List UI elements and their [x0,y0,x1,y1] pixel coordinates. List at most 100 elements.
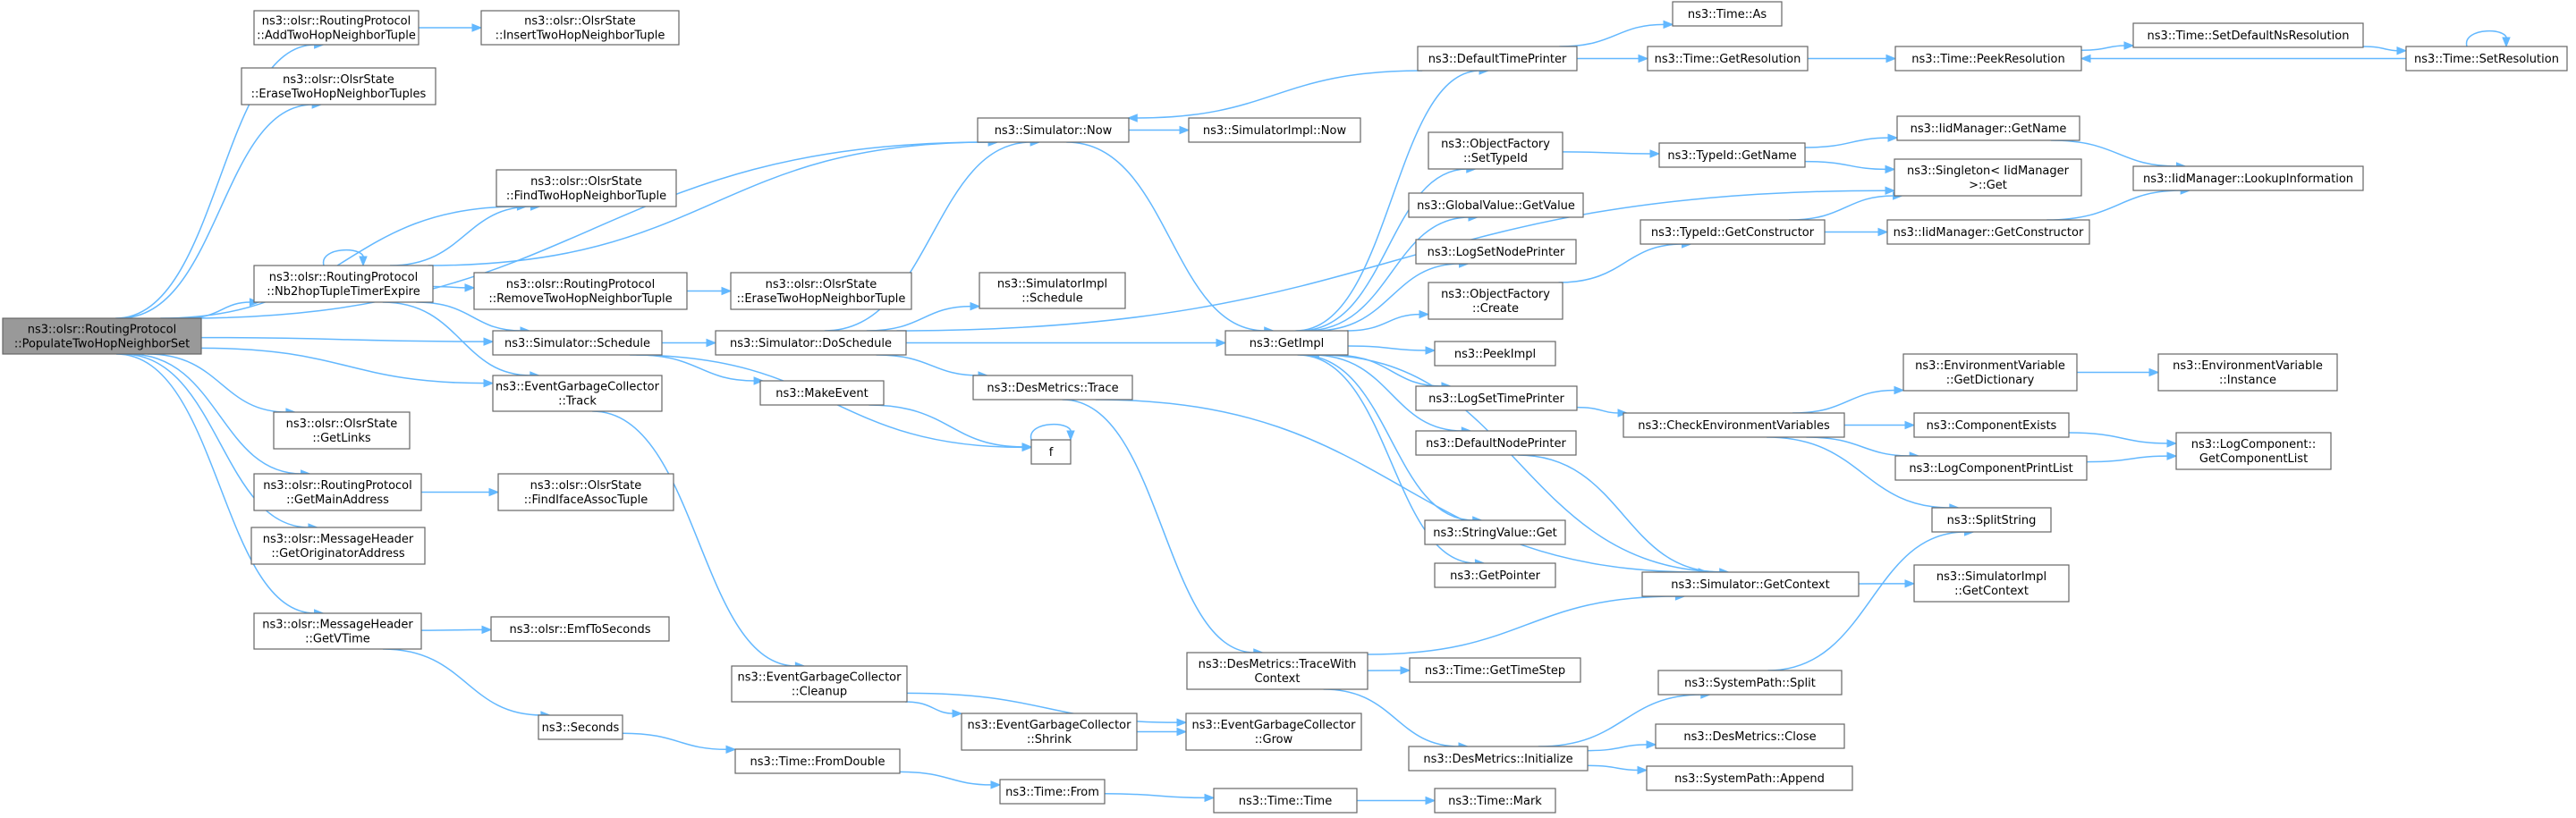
node-fromDouble[interactable]: ns3::Time::FromDouble [734,748,901,774]
node-f[interactable]: f [1030,439,1072,465]
node-box [1913,564,2070,603]
node-peekRes[interactable]: ns3::Time::PeekResolution [1894,46,2082,72]
node-egcShrink[interactable]: ns3::EventGarbageCollector::Shrink [961,713,1138,751]
node-setDefaultNsRes[interactable]: ns3::Time::SetDefaultNsResolution [2132,22,2364,48]
node-nb2hop[interactable]: ns3::olsr::RoutingProtocol::Nb2hopTupleT… [253,265,434,303]
node-envInstance[interactable]: ns3::EnvironmentVariable::Instance [2157,353,2338,392]
node-box [1646,765,1853,791]
node-label: GetComponentList [2199,452,2308,466]
node-getImpl[interactable]: ns3::GetImpl [1224,330,1349,356]
node-seconds[interactable]: ns3::Seconds [538,714,623,740]
node-box [1655,723,1845,749]
call-edge-simGetContext-to-simImplGetContext [1858,579,1916,588]
node-box [250,527,426,565]
node-envGetDict[interactable]: ns3::EnvironmentVariable::GetDictionary [1902,353,2078,392]
node-timeFrom[interactable]: ns3::Time::From [999,779,1106,805]
call-edge-envGetDict-to-envInstance [2076,367,2160,377]
node-addTwoHop[interactable]: ns3::olsr::RoutingProtocol::AddTwoHopNei… [253,10,419,46]
node-simGetContext[interactable]: ns3::Simulator::GetContext [1641,571,1860,597]
node-logCompPrintList[interactable]: ns3::LogComponentPrintList [1894,455,2088,481]
node-box [1185,713,1362,751]
call-edge-defaultTimePrinter-to-simNow [1126,70,1423,122]
node-label: ns3::Time::GetTimeStep [1425,664,1565,678]
call-edge-seconds-to-fromDouble [622,732,737,755]
node-box [1657,670,1843,696]
node-egcCleanup[interactable]: ns3::EventGarbageCollector::Cleanup [731,665,908,703]
node-emfToSeconds[interactable]: ns3::olsr::EmfToSeconds [490,616,670,642]
node-makeEvent[interactable]: ns3::MakeEvent [759,380,885,406]
node-desTrace[interactable]: ns3::DesMetrics::Trace [972,375,1133,401]
node-label: ns3::Time::Time [1239,795,1332,808]
node-label: ::EraseTwoHopNeighborTuple [737,292,906,306]
node-timeGetRes[interactable]: ns3::Time::GetResolution [1647,46,1809,72]
node-logSetTimePrinter[interactable]: ns3::LogSetTimePrinter [1415,385,1578,411]
node-doSchedule[interactable]: ns3::Simulator::DoSchedule [715,330,907,356]
node-componentExists[interactable]: ns3::ComponentExists [1913,412,2070,438]
node-defaultTimePrinter[interactable]: ns3::DefaultTimePrinter [1417,46,1578,72]
node-iidGetCtor[interactable]: ns3::IidManager::GetConstructor [1886,219,2090,245]
node-logSetNodePrinter[interactable]: ns3::LogSetNodePrinter [1415,239,1577,265]
node-label: ns3::EnvironmentVariable [1915,359,2065,373]
node-eraseTwoHopTuple[interactable]: ns3::olsr::OlsrState::EraseTwoHopNeighbo… [730,272,912,310]
node-simImplGetContext[interactable]: ns3::SimulatorImpl::GetContext [1913,564,2070,603]
node-box [2175,432,2332,470]
node-box [1896,115,2080,141]
node-getMainAddr[interactable]: ns3::olsr::RoutingProtocol::GetMainAddre… [253,473,422,511]
node-systemPathSplit[interactable]: ns3::SystemPath::Split [1657,670,1843,696]
node-simSchedule[interactable]: ns3::Simulator::Schedule [492,330,663,356]
node-egcTrack[interactable]: ns3::EventGarbageCollector::Track [492,375,663,412]
node-setRes[interactable]: ns3::Time::SetResolution [2405,46,2568,72]
node-defaultNodePrinter[interactable]: ns3::DefaultNodePrinter [1415,430,1577,456]
node-label: ::InsertTwoHopNeighborTuple [496,30,665,43]
node-typeIdGetCtor[interactable]: ns3::TypeId::GetConstructor [1640,219,1826,245]
node-checkEnv[interactable]: ns3::CheckEnvironmentVariables [1623,412,1845,438]
node-typeIdGetName[interactable]: ns3::TypeId::GetName [1658,142,1806,168]
node-getLinks[interactable]: ns3::olsr::OlsrState::GetLinks [273,411,411,450]
node-timeMark[interactable]: ns3::Time::Mark [1434,788,1556,814]
node-label: ::GetOriginatorAddress [271,547,405,561]
node-egcGrow[interactable]: ns3::EventGarbageCollector::Grow [1185,713,1362,751]
node-removeTwoHop[interactable]: ns3::olsr::RoutingProtocol::RemoveTwoHop… [473,272,688,310]
node-findTwoHop[interactable]: ns3::olsr::OlsrState::FindTwoHopNeighbor… [496,169,677,207]
node-getOrigAddr[interactable]: ns3::olsr::MessageHeader::GetOriginatorA… [250,527,426,565]
node-box [2157,353,2338,392]
node-stringValueGet[interactable]: ns3::StringValue::Get [1424,519,1566,545]
call-edge-typeIdGetCtor-to-iidGetCtor [1825,227,1889,237]
node-root[interactable]: ns3::olsr::RoutingProtocol::PopulateTwoH… [2,317,202,355]
node-desClose[interactable]: ns3::DesMetrics::Close [1655,723,1845,749]
node-getPointer[interactable]: ns3::GetPointer [1434,562,1556,588]
node-globalValue[interactable]: ns3::GlobalValue::GetValue [1408,192,1584,218]
node-findIface[interactable]: ns3::olsr::OlsrState::FindIfaceAssocTupl… [497,473,674,511]
node-splitString[interactable]: ns3::SplitString [1931,507,2052,533]
node-simImplNow[interactable]: ns3::SimulatorImpl::Now [1188,117,1361,143]
node-label: ns3::olsr::EmfToSeconds [509,623,650,637]
node-insertTwoHop[interactable]: ns3::olsr::OlsrState::InsertTwoHopNeighb… [480,10,680,46]
node-box [253,612,422,650]
call-edge-egcCleanup-to-egcShrink [905,701,963,718]
node-label: ::Schedule [1021,292,1083,306]
node-box [1186,652,1368,690]
call-edge-doSchedule-to-simImplSchedule [866,301,981,332]
node-systemPathAppend[interactable]: ns3::SystemPath::Append [1646,765,1853,791]
node-timeTime[interactable]: ns3::Time::Time [1213,788,1358,814]
node-getCompList[interactable]: ns3::LogComponent::GetComponentList [2175,432,2332,470]
node-simNow[interactable]: ns3::Simulator::Now [977,117,1130,143]
node-ofSetTypeId[interactable]: ns3::ObjectFactory::SetTypeId [1428,131,1563,170]
node-singletonGet[interactable]: ns3::Singleton< IidManager >::Get [1894,158,2082,197]
node-iidGetName[interactable]: ns3::IidManager::GetName [1896,115,2080,141]
node-label: ns3::Simulator::Schedule [504,337,650,350]
node-eraseTwoHopTuples[interactable]: ns3::olsr::OlsrState::EraseTwoHopNeighbo… [241,67,436,105]
node-getVTime[interactable]: ns3::olsr::MessageHeader::GetVTime [253,612,422,650]
node-ofCreate[interactable]: ns3::ObjectFactory::Create [1428,282,1563,320]
node-label: ns3::olsr::OlsrState [530,479,642,493]
node-box [480,10,680,46]
call-edge-typeIdGetCtor-to-singletonGet [1789,191,1903,221]
node-lookupInfo[interactable]: ns3::IidManager::LookupInformation [2132,165,2364,191]
node-peekImpl[interactable]: ns3::PeekImpl [1434,341,1556,367]
node-timeGetTimeStep[interactable]: ns3::Time::GetTimeStep [1409,657,1581,683]
node-label: ns3::Time::PeekResolution [1911,53,2064,66]
node-desInit[interactable]: ns3::DesMetrics::Initialize [1408,746,1589,772]
node-simImplSchedule[interactable]: ns3::SimulatorImpl::Schedule [979,272,1126,309]
node-timeAs[interactable]: ns3::Time::As [1672,1,1783,27]
